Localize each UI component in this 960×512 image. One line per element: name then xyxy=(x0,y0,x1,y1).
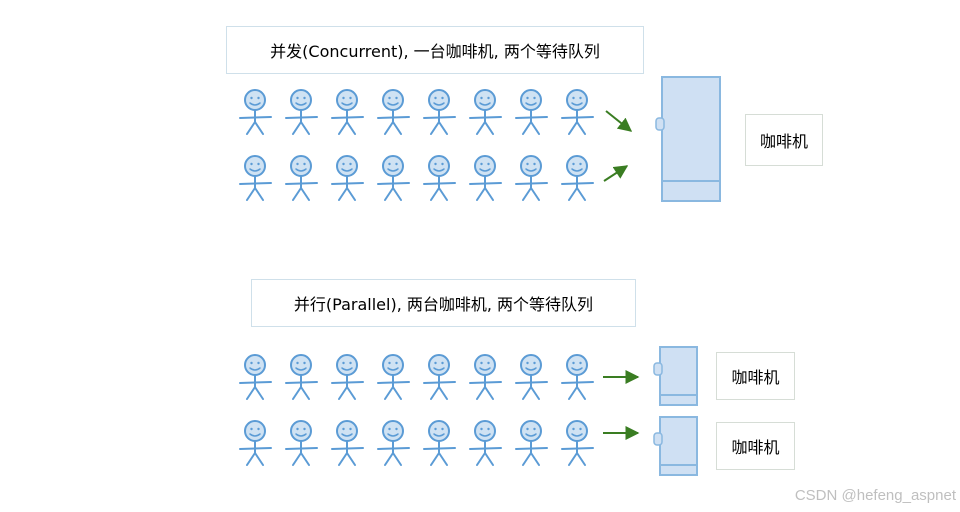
person-parallel-q1-3 xyxy=(331,354,364,400)
person-concurrent-q2-7 xyxy=(515,155,548,201)
person-concurrent-q1-1 xyxy=(239,89,272,135)
person-parallel-q1-7 xyxy=(515,354,548,400)
parallel-machine-label-2: 咖啡机 xyxy=(716,422,795,470)
parallel-title: 并行(Parallel), 两台咖啡机, 两个等待队列 xyxy=(251,279,636,327)
person-parallel-q2-2 xyxy=(285,420,318,466)
parallel-machine-label-1-text: 咖啡机 xyxy=(731,368,780,387)
person-parallel-q2-5 xyxy=(423,420,456,466)
concurrent-title-text: 并发(Concurrent), 一台咖啡机, 两个等待队列 xyxy=(270,42,600,61)
concurrent-machine-label: 咖啡机 xyxy=(745,114,823,166)
concurrent-machine-label-text: 咖啡机 xyxy=(759,132,808,151)
person-parallel-q2-6 xyxy=(469,420,502,466)
person-concurrent-q1-2 xyxy=(285,89,318,135)
person-parallel-q1-5 xyxy=(423,354,456,400)
person-concurrent-q2-4 xyxy=(377,155,410,201)
person-parallel-q1-4 xyxy=(377,354,410,400)
person-concurrent-q1-6 xyxy=(469,89,502,135)
person-concurrent-q1-5 xyxy=(423,89,456,135)
person-concurrent-q1-3 xyxy=(331,89,364,135)
person-parallel-q1-1 xyxy=(239,354,272,400)
concurrent-coffee-machine xyxy=(655,76,721,202)
watermark: CSDN @hefeng_aspnet xyxy=(794,487,956,504)
parallel-machine-label-2-text: 咖啡机 xyxy=(731,438,780,457)
parallel-coffee-machine-1 xyxy=(653,346,698,406)
person-concurrent-q2-1 xyxy=(239,155,272,201)
concurrent-arrow-2 xyxy=(603,165,629,182)
person-concurrent-q2-8 xyxy=(561,155,594,201)
parallel-coffee-machine-2 xyxy=(653,416,698,476)
person-concurrent-q2-5 xyxy=(423,155,456,201)
parallel-title-text: 并行(Parallel), 两台咖啡机, 两个等待队列 xyxy=(293,295,594,314)
parallel-machine-label-1: 咖啡机 xyxy=(716,352,795,400)
person-concurrent-q2-2 xyxy=(285,155,318,201)
person-parallel-q2-3 xyxy=(331,420,364,466)
person-parallel-q1-8 xyxy=(561,354,594,400)
person-concurrent-q1-8 xyxy=(561,89,594,135)
concurrent-title: 并发(Concurrent), 一台咖啡机, 两个等待队列 xyxy=(226,26,644,74)
person-concurrent-q1-7 xyxy=(515,89,548,135)
person-parallel-q1-2 xyxy=(285,354,318,400)
person-concurrent-q2-6 xyxy=(469,155,502,201)
person-concurrent-q1-4 xyxy=(377,89,410,135)
person-parallel-q2-7 xyxy=(515,420,548,466)
concurrent-arrow-1 xyxy=(605,110,633,132)
person-parallel-q1-6 xyxy=(469,354,502,400)
person-parallel-q2-4 xyxy=(377,420,410,466)
person-parallel-q2-1 xyxy=(239,420,272,466)
person-concurrent-q2-3 xyxy=(331,155,364,201)
person-parallel-q2-8 xyxy=(561,420,594,466)
